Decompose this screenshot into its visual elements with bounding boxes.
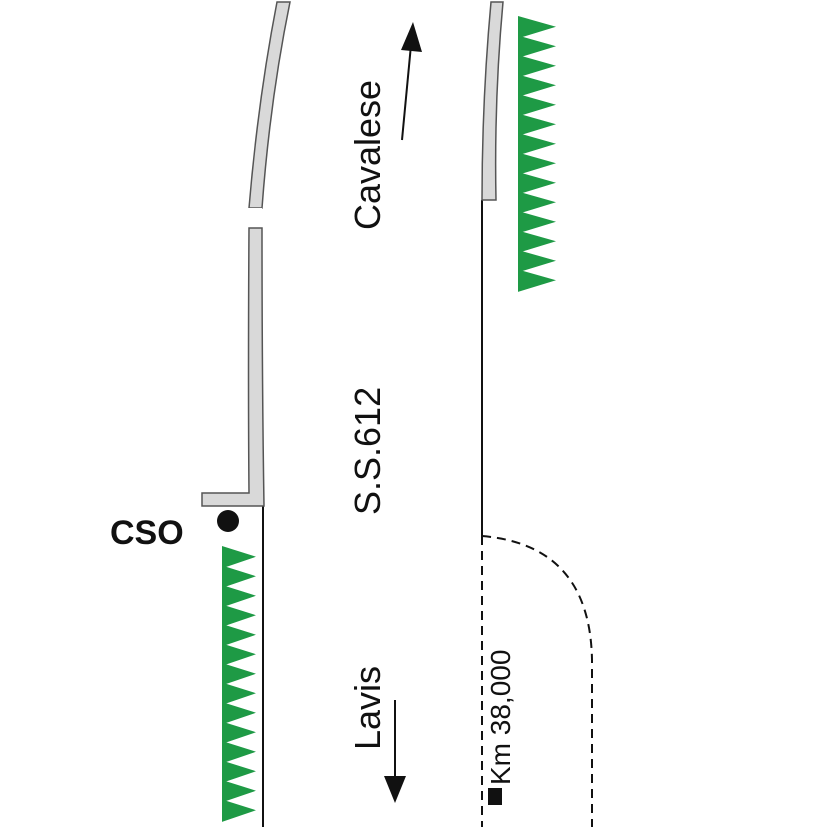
vegetation-right-triangle xyxy=(518,152,556,175)
km-marker-square xyxy=(488,788,502,805)
cavalese-label: Cavalese xyxy=(347,80,388,230)
vegetation-left-bank xyxy=(222,546,256,822)
vegetation-left-triangle xyxy=(222,760,256,783)
cso-marker-dot xyxy=(217,510,239,532)
vegetation-right-triangle xyxy=(518,133,556,156)
left-sidewalk-gap xyxy=(248,208,262,228)
cavalese-arrow-shaft xyxy=(401,44,412,141)
vegetation-left-triangle xyxy=(222,663,256,686)
left-sidewalk-lower xyxy=(201,227,265,507)
vegetation-left-triangle xyxy=(222,682,256,705)
vegetation-left-triangle xyxy=(222,799,256,822)
km-marker-label: Km 38,000 xyxy=(485,650,516,785)
vegetation-right-triangle xyxy=(518,250,556,273)
vegetation-right-triangle xyxy=(518,16,556,39)
vegetation-left-triangle xyxy=(222,624,256,647)
vegetation-right-triangle xyxy=(518,35,556,58)
vegetation-right-triangle xyxy=(518,269,556,292)
vegetation-right-bank xyxy=(518,16,556,292)
left-sidewalk-upper xyxy=(248,1,291,209)
side-road-dashed-curve xyxy=(481,535,593,827)
road-name-label: S.S.612 xyxy=(347,387,388,515)
vegetation-left-triangle xyxy=(222,585,256,608)
vegetation-right-triangle xyxy=(518,230,556,253)
cso-label: CSO xyxy=(110,514,184,552)
vegetation-right-triangle xyxy=(518,211,556,234)
vegetation-left-triangle xyxy=(222,546,256,569)
vegetation-right-triangle xyxy=(518,191,556,214)
lavis-label: Lavis xyxy=(347,666,388,750)
vegetation-right-triangle xyxy=(518,113,556,136)
vegetation-left-triangle xyxy=(222,780,256,803)
cavalese-arrow-head xyxy=(401,22,422,52)
vegetation-right-triangle xyxy=(518,55,556,78)
vegetation-left-triangle xyxy=(222,741,256,764)
lavis-arrow-head xyxy=(384,776,406,803)
vegetation-right-triangle xyxy=(518,94,556,117)
vegetation-left-triangle xyxy=(222,721,256,744)
vegetation-right-triangle xyxy=(518,74,556,97)
vegetation-right-triangle xyxy=(518,172,556,195)
vegetation-left-triangle xyxy=(222,702,256,725)
vegetation-left-triangle xyxy=(222,643,256,666)
vegetation-left-triangle xyxy=(222,604,256,627)
vegetation-left-triangle xyxy=(222,565,256,588)
right-sidewalk xyxy=(481,1,504,201)
